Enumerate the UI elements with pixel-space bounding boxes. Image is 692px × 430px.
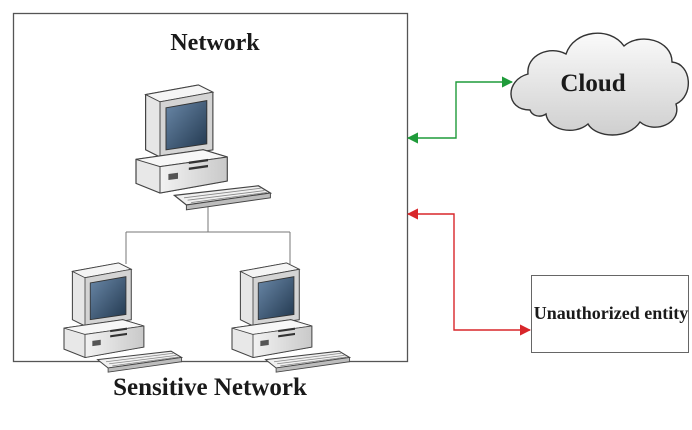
cloud-icon bbox=[510, 32, 690, 136]
unauthorized-entity-box bbox=[531, 275, 689, 353]
unauthorized-entity-label: Unauthorized entity bbox=[533, 303, 689, 323]
computer-icon-right bbox=[231, 262, 351, 373]
cloud-label: Cloud bbox=[560, 70, 626, 97]
computer-icon-left bbox=[63, 262, 183, 373]
sensitive-network-caption: Sensitive Network bbox=[113, 374, 307, 401]
cloud-link-arrow bbox=[406, 76, 514, 144]
unauthorized-link-arrow bbox=[406, 208, 532, 336]
network-links bbox=[125, 192, 291, 264]
computer-icon-server bbox=[135, 84, 271, 211]
network-title: Network bbox=[170, 30, 260, 56]
network-frame bbox=[12, 12, 409, 363]
